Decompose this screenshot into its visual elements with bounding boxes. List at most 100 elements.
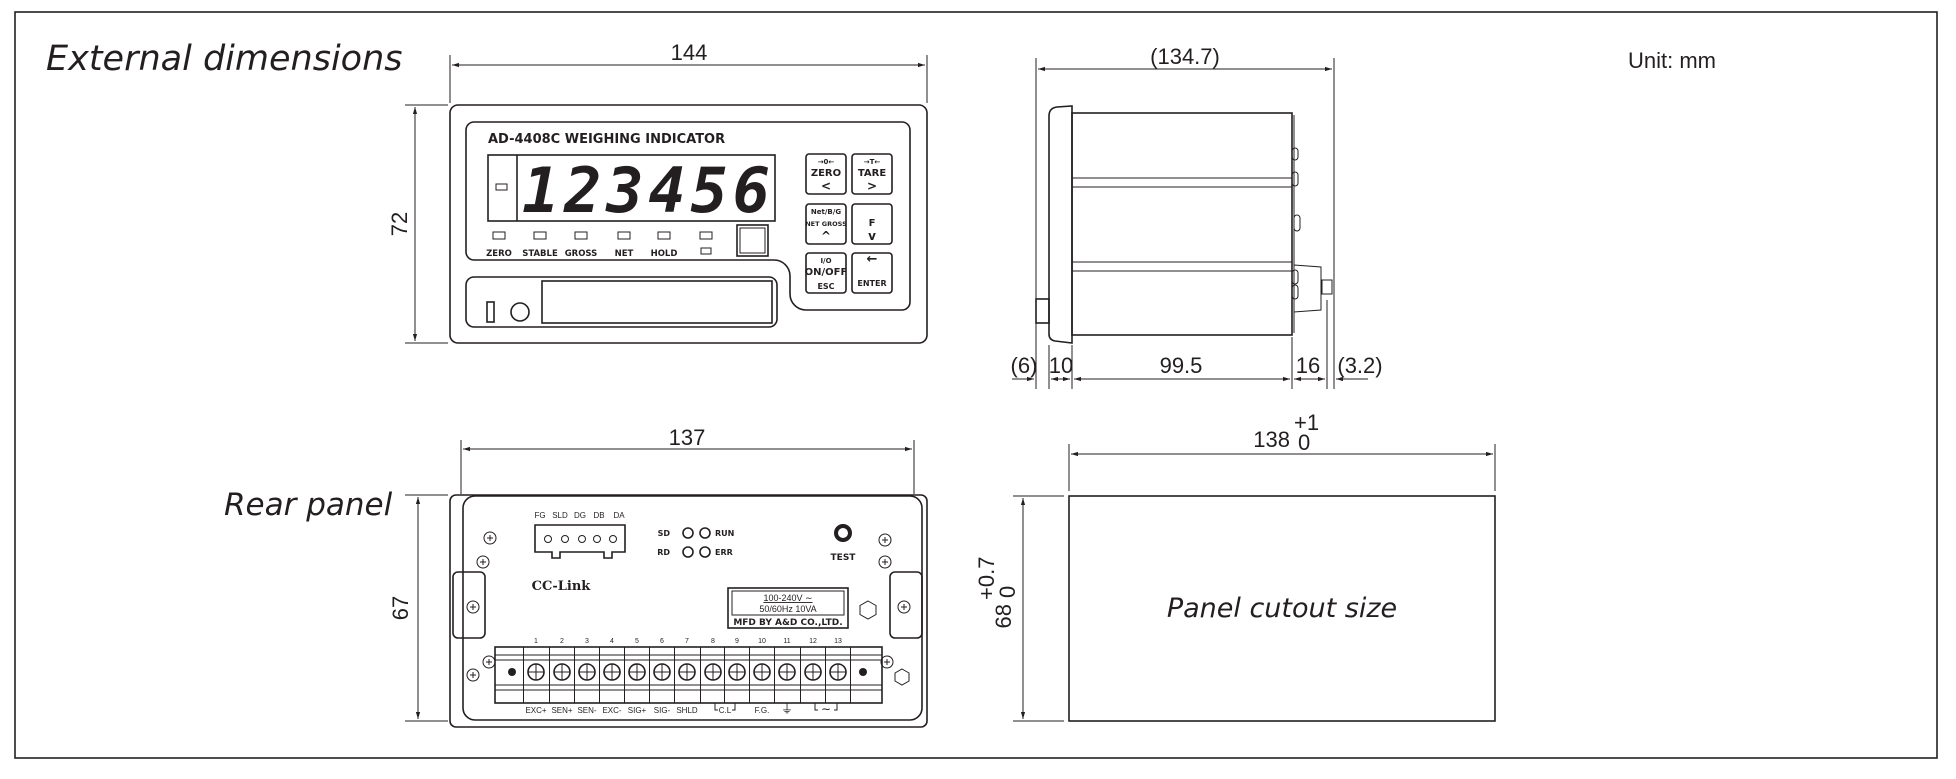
fuse-icon: [486, 301, 495, 323]
terminal-screw[interactable]: [653, 663, 671, 681]
terminal-screw[interactable]: [628, 663, 646, 681]
bracket-line: [714, 703, 736, 711]
terminal-label: F.G.: [755, 706, 770, 715]
test-button[interactable]: [834, 524, 852, 542]
terminal-screw[interactable]: [704, 663, 722, 681]
terminal-number: 1: [534, 638, 538, 645]
unit-led: [700, 247, 712, 255]
screw-icon: [482, 655, 496, 669]
terminal-number: 8: [711, 638, 715, 645]
connector-pin: [609, 535, 617, 543]
printer-slot-panel: [465, 276, 778, 328]
right-bracket: [889, 571, 923, 639]
terminal-number: 4: [610, 638, 614, 645]
terminal-screw[interactable]: [829, 663, 847, 681]
terminal-screw[interactable]: [603, 663, 621, 681]
enter-key[interactable]: ←ENTER: [851, 252, 893, 294]
status-led: [574, 231, 588, 240]
terminal-screw[interactable]: [678, 663, 696, 681]
front-height-label: 72: [387, 212, 412, 236]
terminal-screw[interactable]: [553, 663, 571, 681]
terminal-screw[interactable]: [753, 663, 771, 681]
cc-link-logo: CC-Link: [532, 579, 592, 594]
terminal-screw[interactable]: [578, 663, 596, 681]
dim-connector-depth: 16: [1296, 353, 1320, 378]
err-led-label: ERR: [715, 548, 733, 557]
status-led-label: NET: [615, 249, 634, 259]
cutout-height-label: 68: [991, 604, 1016, 628]
test-label: TEST: [831, 553, 857, 563]
key-label: ENTER: [857, 279, 886, 288]
status-led: [492, 231, 506, 240]
terminal-number: 13: [834, 638, 842, 645]
blank-key[interactable]: [736, 224, 769, 257]
side-housing: [1071, 112, 1293, 336]
terminal-label: C.L: [719, 706, 732, 715]
rating-plate: [727, 587, 849, 629]
terminal-screw[interactable]: [728, 663, 746, 681]
cutout-width-label: 138: [1253, 427, 1290, 452]
mounting-hole: [859, 668, 867, 676]
key-legend-top: →0←: [818, 158, 835, 166]
status-led-label: STABLE: [522, 249, 558, 259]
rear-bezel: [449, 494, 928, 728]
cable-connector: [1293, 264, 1322, 313]
terminal-number: 3: [585, 638, 589, 645]
front-jack: [1035, 298, 1050, 324]
key-legend-bottom: ESC: [817, 282, 834, 291]
status-led: [617, 231, 631, 240]
key-legend-bottom: >: [867, 179, 877, 193]
status-led-label: ZERO: [486, 249, 512, 259]
status-led-label: HOLD: [651, 249, 678, 259]
front-bezel: [449, 104, 928, 344]
screw-icon: [897, 600, 911, 614]
connector-nut: [1321, 279, 1333, 295]
connector-pin: [593, 535, 601, 543]
weight-display: 123456: [522, 154, 770, 227]
function-key[interactable]: Fv: [851, 203, 893, 245]
display-window: [487, 154, 776, 222]
zero-key[interactable]: →0←ZERO<: [805, 153, 847, 195]
dim-nut-depth: (3.2): [1337, 353, 1382, 378]
rear-width-label: 137: [669, 425, 706, 450]
model-name: AD-4408C WEIGHING INDICATOR: [488, 132, 725, 147]
dim-body-depth: 99.5: [1160, 353, 1203, 378]
left-bracket: [452, 571, 486, 639]
mounting-hole: [508, 668, 516, 676]
terminal-label: ∼: [821, 702, 831, 716]
terminal-screw[interactable]: [778, 663, 796, 681]
dim-knob-depth: (6): [1011, 353, 1038, 378]
bracket-line: [814, 703, 838, 711]
cc-link-connector[interactable]: [534, 524, 626, 559]
side-view: (134.7) (6) 10 99.5 16 (3.2): [1011, 44, 1383, 389]
screw-icon: [466, 600, 480, 614]
terminal-label: SHLD: [676, 706, 698, 715]
screw-icon: [878, 533, 892, 547]
cutout-label: Panel cutout size: [1167, 593, 1397, 624]
connector-pin-label: DB: [593, 511, 604, 520]
key-legend-bottom: ^: [821, 229, 831, 243]
manufacturer: MFD BY A&D CO.,LTD.: [733, 618, 842, 628]
key-label: F: [869, 218, 876, 229]
rating-frequency: 50/60Hz 10VA: [759, 604, 816, 614]
front-width-label: 144: [671, 40, 708, 65]
connector-pin: [578, 535, 586, 543]
hex-nut-icon: [859, 600, 877, 620]
terminal-label: SEN+: [551, 706, 572, 715]
tare-key[interactable]: →T←TARE>: [851, 153, 893, 195]
status-led: [699, 231, 713, 240]
terminal-screw[interactable]: [804, 663, 822, 681]
terminal-label: SEN-: [577, 706, 596, 715]
key-label: NET GROSS: [805, 220, 847, 228]
status-led: [657, 231, 671, 240]
label-window: [541, 280, 773, 324]
status-led: [533, 231, 547, 240]
rear-panel-title: Rear panel: [224, 487, 393, 523]
terminal-screw[interactable]: [527, 663, 545, 681]
unit-label: Unit: mm: [1628, 48, 1716, 73]
terminal-number: 5: [635, 638, 639, 645]
